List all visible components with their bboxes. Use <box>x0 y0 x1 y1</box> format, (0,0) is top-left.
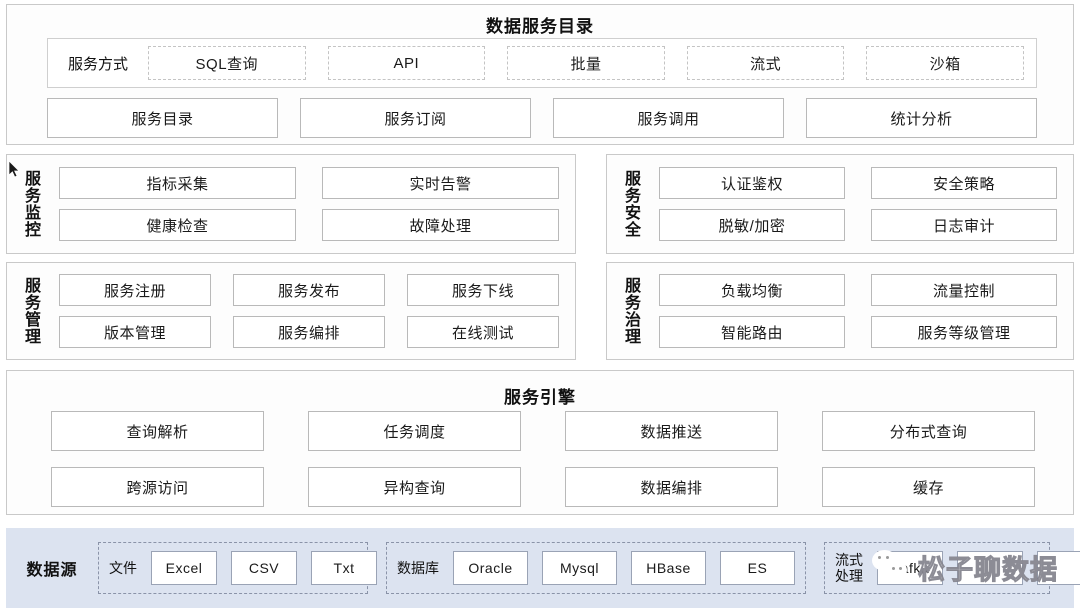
data-source-group-database-label: 数据库 <box>397 559 439 576</box>
catalog-function-directory[interactable]: 服务目录 <box>47 98 278 138</box>
data-service-catalog-panel: 数据服务目录 服务方式 SQL查询 API 批量 流式 沙箱 服务目录 服务订阅… <box>6 4 1074 145</box>
data-source-hbase[interactable]: HBase <box>631 551 706 585</box>
security-policy[interactable]: 安全策略 <box>871 167 1057 199</box>
data-source-group-database: 数据库 Oracle Mysql HBase ES <box>386 542 806 594</box>
service-monitoring-label: 服务监控 <box>22 170 39 238</box>
engine-data-push[interactable]: 数据推送 <box>565 411 778 451</box>
data-source-stream-obscured-2[interactable] <box>1037 551 1080 585</box>
service-monitoring-panel: 服务监控 指标采集 实时告警 健康检查 故障处理 <box>6 154 576 254</box>
data-source-kafka[interactable]: Kafka <box>877 551 943 585</box>
service-mode-sandbox[interactable]: 沙箱 <box>866 46 1024 80</box>
catalog-function-subscription[interactable]: 服务订阅 <box>300 98 531 138</box>
data-source-excel[interactable]: Excel <box>151 551 217 585</box>
data-source-group-file: 文件 Excel CSV Txt <box>98 542 377 594</box>
management-service-offline[interactable]: 服务下线 <box>407 274 559 306</box>
service-security-items: 认证鉴权 安全策略 脱敏/加密 日志审计 <box>653 155 1073 253</box>
service-engine-title: 服务引擎 <box>504 388 576 407</box>
service-mode-batch[interactable]: 批量 <box>507 46 665 80</box>
security-masking-encryption[interactable]: 脱敏/加密 <box>659 209 845 241</box>
service-governance-label: 服务治理 <box>622 277 639 345</box>
data-source-stream-obscured-1[interactable] <box>957 551 1023 585</box>
service-mode-options: SQL查询 API 批量 流式 沙箱 <box>148 46 1036 80</box>
data-source-group-streaming: 流式 处理 Kafka <box>824 542 1080 594</box>
engine-heterogeneous-query[interactable]: 异构查询 <box>308 467 521 507</box>
security-authentication[interactable]: 认证鉴权 <box>659 167 845 199</box>
data-source-group-file-label: 文件 <box>109 559 137 576</box>
engine-cache[interactable]: 缓存 <box>822 467 1035 507</box>
engine-data-orchestration[interactable]: 数据编排 <box>565 467 778 507</box>
catalog-title: 数据服务目录 <box>486 17 594 36</box>
data-source-txt[interactable]: Txt <box>311 551 377 585</box>
catalog-function-invocation[interactable]: 服务调用 <box>553 98 784 138</box>
data-source-group-streaming-label: 流式 处理 <box>835 551 863 584</box>
catalog-function-row: 服务目录 服务订阅 服务调用 统计分析 <box>47 98 1037 138</box>
monitoring-metric-collection[interactable]: 指标采集 <box>59 167 296 199</box>
service-engine-items: 查询解析 任务调度 数据推送 分布式查询 跨源访问 异构查询 数据编排 缓存 <box>51 411 1035 507</box>
service-governance-panel: 服务治理 负载均衡 流量控制 智能路由 服务等级管理 <box>606 262 1074 360</box>
service-management-panel: 服务管理 服务注册 服务发布 服务下线 版本管理 服务编排 在线测试 <box>6 262 576 360</box>
governance-service-level-management[interactable]: 服务等级管理 <box>871 316 1057 348</box>
engine-cross-source-access[interactable]: 跨源访问 <box>51 467 264 507</box>
service-mode-api[interactable]: API <box>327 46 486 80</box>
service-mode-stream[interactable]: 流式 <box>686 46 845 80</box>
governance-traffic-control[interactable]: 流量控制 <box>871 274 1057 306</box>
service-monitoring-items: 指标采集 实时告警 健康检查 故障处理 <box>53 155 575 253</box>
monitoring-realtime-alert[interactable]: 实时告警 <box>322 167 559 199</box>
service-engine-panel: 服务引擎 查询解析 任务调度 数据推送 分布式查询 跨源访问 异构查询 数据编排… <box>6 370 1074 515</box>
engine-distributed-query[interactable]: 分布式查询 <box>822 411 1035 451</box>
data-source-es[interactable]: ES <box>720 551 795 585</box>
service-mode-row: 服务方式 SQL查询 API 批量 流式 沙箱 <box>47 38 1037 88</box>
engine-task-scheduling[interactable]: 任务调度 <box>308 411 521 451</box>
data-source-title: 数据源 <box>26 562 78 579</box>
data-source-oracle[interactable]: Oracle <box>453 551 528 585</box>
management-online-test[interactable]: 在线测试 <box>407 316 559 348</box>
management-service-orchestration[interactable]: 服务编排 <box>233 316 385 348</box>
data-source-csv[interactable]: CSV <box>231 551 297 585</box>
security-log-audit[interactable]: 日志审计 <box>871 209 1057 241</box>
service-management-items: 服务注册 服务发布 服务下线 版本管理 服务编排 在线测试 <box>53 262 575 360</box>
management-service-publish[interactable]: 服务发布 <box>233 274 385 306</box>
monitoring-health-check[interactable]: 健康检查 <box>59 209 296 241</box>
service-security-panel: 服务安全 认证鉴权 安全策略 脱敏/加密 日志审计 <box>606 154 1074 254</box>
data-source-bar: 数据源 文件 Excel CSV Txt 数据库 Oracle Mysql HB… <box>6 528 1080 608</box>
catalog-function-statistics[interactable]: 统计分析 <box>806 98 1037 138</box>
service-management-label: 服务管理 <box>22 277 39 345</box>
governance-load-balancing[interactable]: 负载均衡 <box>659 274 845 306</box>
service-mode-label: 服务方式 <box>67 55 128 73</box>
service-governance-items: 负载均衡 流量控制 智能路由 服务等级管理 <box>653 262 1073 360</box>
service-security-label: 服务安全 <box>622 170 639 238</box>
management-service-register[interactable]: 服务注册 <box>59 274 211 306</box>
service-mode-sql[interactable]: SQL查询 <box>148 46 306 80</box>
engine-query-parsing[interactable]: 查询解析 <box>51 411 264 451</box>
data-source-mysql[interactable]: Mysql <box>542 551 617 585</box>
governance-smart-routing[interactable]: 智能路由 <box>659 316 845 348</box>
monitoring-fault-handling[interactable]: 故障处理 <box>322 209 559 241</box>
management-version-control[interactable]: 版本管理 <box>59 316 211 348</box>
